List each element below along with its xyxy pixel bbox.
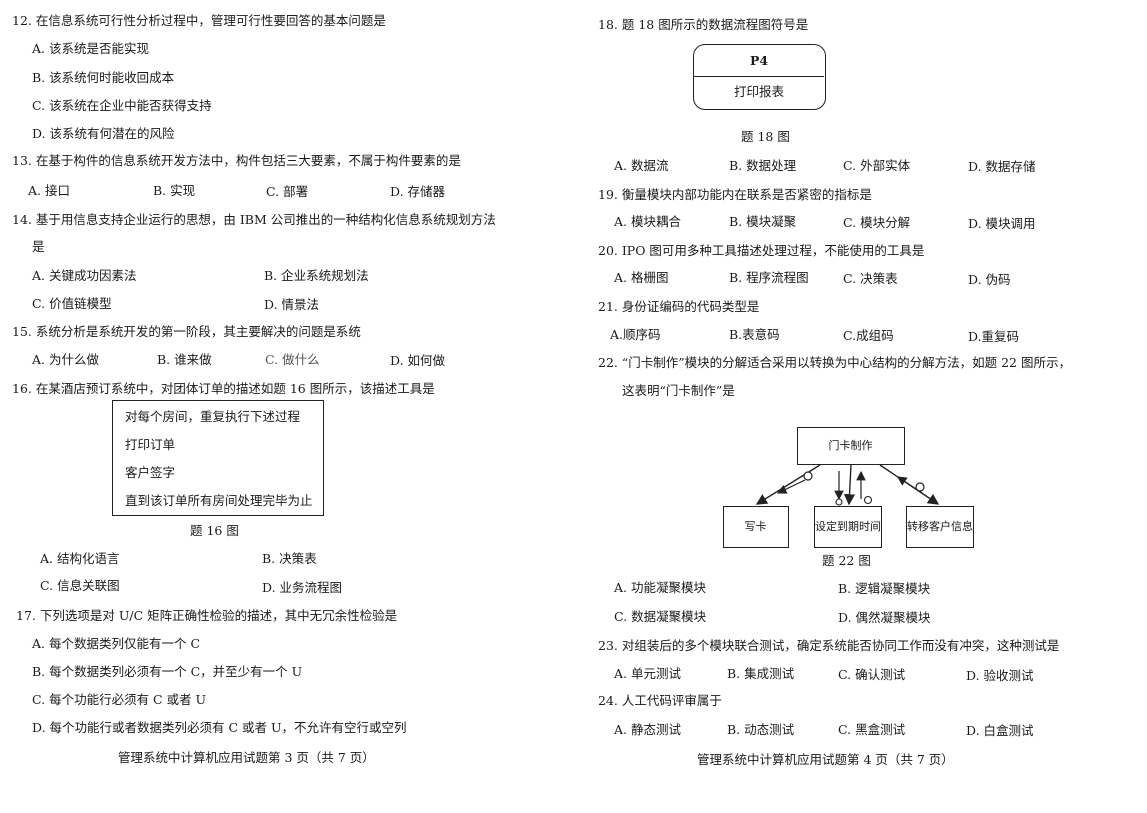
q24-option-c: C. 黑盒测试 — [838, 722, 906, 737]
q18-option-b: B. 数据处理 — [729, 158, 797, 173]
q24-stem: 24. 人工代码评审属于 — [598, 693, 722, 708]
q18-option-c: C. 外部实体 — [843, 158, 911, 173]
q16-figure-line-3: 客户签字 — [125, 465, 176, 480]
q22-option-a: A. 功能凝聚模块 — [614, 580, 706, 595]
q18-process-divider — [694, 76, 824, 77]
q15-stem: 15. 系统分析是系统开发的第一阶段，其主要解决的问题是系统 — [12, 324, 361, 339]
q17-option-b: B. 每个数据类列必须有一个 C，并至少有一个 U — [32, 664, 303, 679]
q21-option-a: A.顺序码 — [610, 327, 661, 342]
q22-top-module-label: 门卡制作 — [828, 439, 873, 452]
q16-figure-line-4: 直到该订单所有房间处理完毕为止 — [125, 493, 313, 508]
q14-stem: 14. 基于用信息支持企业运行的思想，由 IBM 公司推出的一种结构化信息系统规… — [12, 212, 496, 227]
q18-stem: 18. 题 18 图所示的数据流程图符号是 — [598, 17, 809, 32]
q24-option-d: D. 白盒测试 — [966, 723, 1034, 738]
q23-option-b: B. 集成测试 — [727, 666, 795, 681]
q22-stem-cont: 这表明“门卡制作”是 — [622, 383, 735, 398]
q22-option-d: D. 偶然凝聚模块 — [838, 610, 931, 625]
q15-option-a: A. 为什么做 — [32, 352, 99, 367]
q16-option-c: C. 信息关联图 — [40, 578, 120, 593]
q12-option-b: B. 该系统何时能收回成本 — [32, 70, 175, 85]
q22-module-label: 转移客户信息 — [907, 520, 973, 533]
q23-option-a: A. 单元测试 — [614, 666, 681, 681]
q22-module-label: 设定到期时间 — [815, 520, 881, 533]
q22-module-set-expiry: 设定到期时间 — [814, 506, 882, 548]
q22-data-couple-icon — [915, 482, 925, 492]
q12-option-a: A. 该系统是否能实现 — [32, 41, 149, 56]
q21-stem: 21. 身份证编码的代码类型是 — [598, 299, 760, 314]
q17-stem: 17. 下列选项是对 U/C 矩阵正确性检验的描述，其中无冗余性检验是 — [16, 608, 398, 623]
q20-option-a: A. 格栅图 — [614, 270, 669, 285]
q24-option-a: A. 静态测试 — [614, 722, 681, 737]
q12-stem: 12. 在信息系统可行性分析过程中，管理可行性要回答的基本问题是 — [12, 13, 386, 28]
q16-figure-line-2: 打印订单 — [125, 437, 176, 452]
q23-option-c: C. 确认测试 — [838, 667, 906, 682]
q14-option-d: D. 情景法 — [264, 297, 320, 312]
q18-caption: 题 18 图 — [741, 129, 790, 144]
q14-option-a: A. 关键成功因素法 — [32, 268, 137, 283]
q16-figure-box: 对每个房间，重复执行下述过程 打印订单 客户签字 直到该订单所有房间处理完毕为止 — [112, 400, 324, 516]
q22-top-module: 门卡制作 — [797, 427, 905, 465]
q12-option-c: C. 该系统在企业中能否获得支持 — [32, 98, 212, 113]
q23-stem: 23. 对组装后的多个模块联合测试，确定系统能否协同工作而没有冲突，这种测试是 — [598, 638, 1060, 653]
q22-call-arrow — [843, 464, 856, 506]
q21-option-b: B.表意码 — [729, 327, 780, 342]
q22-caption: 题 22 图 — [822, 553, 871, 568]
q20-stem: 20. IPO 图可用多种工具描述处理过程，不能使用的工具是 — [598, 243, 925, 258]
q16-option-a: A. 结构化语言 — [40, 551, 120, 566]
q22-data-couple-icon — [835, 498, 843, 506]
q16-caption: 题 16 图 — [190, 523, 239, 538]
q22-option-c: C. 数据凝聚模块 — [614, 609, 707, 624]
q22-data-couple-icon — [863, 495, 873, 505]
q13-stem: 13. 在基于构件的信息系统开发方法中，构件包括三大要素，不属于构件要素的是 — [12, 153, 461, 168]
q21-option-d: D.重复码 — [968, 329, 1020, 344]
q23-option-d: D. 验收测试 — [966, 668, 1034, 683]
q15-option-c: C. 做什么 — [265, 352, 320, 367]
q20-option-c: C. 决策表 — [843, 271, 898, 286]
q13-option-a: A. 接口 — [28, 183, 70, 198]
q16-option-d: D. 业务流程图 — [262, 580, 343, 595]
q16-figure-line-1: 对每个房间，重复执行下述过程 — [125, 409, 301, 424]
q18-process-symbol: P4 打印报表 — [693, 44, 826, 110]
q19-option-c: C. 模块分解 — [843, 215, 911, 230]
q15-option-d: D. 如何做 — [390, 353, 446, 368]
q15-option-b: B. 谁来做 — [157, 352, 212, 367]
q22-module-transfer-info: 转移客户信息 — [906, 506, 974, 548]
q14-option-c: C. 价值链模型 — [32, 296, 112, 311]
q22-data-couple-icon — [803, 471, 813, 481]
q19-option-a: A. 模块耦合 — [614, 214, 681, 229]
q13-option-c: C. 部署 — [266, 184, 309, 199]
q17-option-c: C. 每个功能行必须有 C 或者 U — [32, 692, 207, 707]
right-page-footer: 管理系统中计算机应用试题第 4 页（共 7 页） — [697, 752, 954, 767]
q22-data-couple-arrow — [776, 479, 806, 494]
q14-option-b: B. 企业系统规划法 — [264, 268, 369, 283]
q19-option-d: D. 模块调用 — [968, 216, 1036, 231]
q18-option-a: A. 数据流 — [614, 158, 669, 173]
q24-option-b: B. 动态测试 — [727, 722, 795, 737]
q16-stem: 16. 在某酒店预订系统中，对团体订单的描述如题 16 图所示，该描述工具是 — [12, 381, 435, 396]
q16-option-b: B. 决策表 — [262, 551, 317, 566]
q22-call-arrow — [755, 464, 821, 505]
q22-stem: 22. “门卡制作”模块的分解适合采用以转换为中心结构的分解方法，如题 22 图… — [598, 355, 1071, 370]
q18-process-id: P4 — [749, 53, 769, 68]
q17-option-d: D. 每个功能行或者数据类列必须有 C 或者 U，不允许有空行或空列 — [32, 720, 407, 735]
q13-option-b: B. 实现 — [153, 183, 196, 198]
left-page-footer: 管理系统中计算机应用试题第 3 页（共 7 页） — [118, 750, 375, 765]
q18-process-label: 打印报表 — [733, 84, 784, 99]
q14-stem-cont: 是 — [32, 239, 45, 254]
q19-option-b: B. 模块凝聚 — [729, 214, 797, 229]
q19-stem: 19. 衡量模块内部功能内在联系是否紧密的指标是 — [598, 187, 872, 202]
q22-module-label: 写卡 — [744, 520, 767, 533]
q18-option-d: D. 数据存储 — [968, 159, 1036, 174]
q17-option-a: A. 每个数据类列仅能有一个 C — [32, 636, 201, 651]
q21-option-c: C.成组码 — [843, 328, 894, 343]
q22-module-write-card: 写卡 — [723, 506, 789, 548]
q12-option-d: D. 该系统有何潜在的风险 — [32, 126, 175, 141]
q22-option-b: B. 逻辑凝聚模块 — [838, 581, 931, 596]
q20-option-d: D. 伪码 — [968, 272, 1011, 287]
q20-option-b: B. 程序流程图 — [729, 270, 809, 285]
q13-option-d: D. 存储器 — [390, 184, 446, 199]
